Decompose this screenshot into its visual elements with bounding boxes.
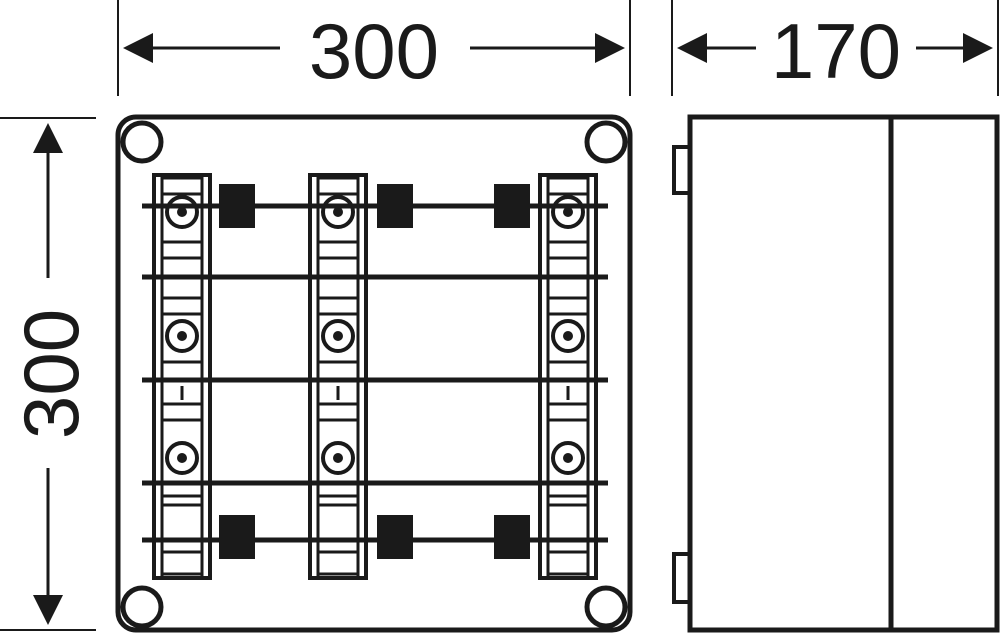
fuse-socket-ring-2 xyxy=(551,319,585,353)
fuse-holder-body xyxy=(308,173,368,580)
terminal-block-1 xyxy=(219,184,255,228)
side-view-enclosure xyxy=(672,114,1000,633)
fuse-socket-contact-1 xyxy=(333,207,343,217)
corner-screw-bottom-right xyxy=(584,585,628,629)
terminal-block-6 xyxy=(494,515,530,559)
fuse-socket-ring-3 xyxy=(551,441,585,475)
fuse-socket-contact-3 xyxy=(563,453,573,463)
enclosure-outline xyxy=(115,114,633,633)
dimension-front-width: 300 xyxy=(117,0,631,96)
dimension-label-width: 300 xyxy=(309,7,439,95)
terminal-block-2 xyxy=(377,184,413,228)
fuse-holder-top-cap xyxy=(160,176,204,196)
fuse-socket-contact-1 xyxy=(563,207,573,217)
terminal-block-5 xyxy=(377,515,413,559)
side-hinge-top xyxy=(672,145,692,195)
front-view-enclosure xyxy=(115,114,633,633)
fuse-holder-bottom-clamp xyxy=(546,503,590,543)
fuse-holder-column-1 xyxy=(152,173,212,580)
dimension-side-depth: 170 xyxy=(671,0,999,96)
dimension-label-height: 300 xyxy=(7,309,95,439)
terminal-block-4 xyxy=(219,515,255,559)
side-outline xyxy=(687,114,1000,633)
fuse-holder-column-3 xyxy=(538,173,598,580)
fuse-holder-bottom-cap xyxy=(316,550,360,576)
fuse-holder-top-cap xyxy=(316,176,360,196)
fuse-socket-contact-2 xyxy=(563,331,573,341)
fuse-holder-bottom-clamp xyxy=(160,503,204,543)
terminal-block-3 xyxy=(494,184,530,228)
dimension-label-depth: 170 xyxy=(771,7,901,95)
fuse-socket-contact-3 xyxy=(177,453,187,463)
fuse-socket-ring-1 xyxy=(165,195,199,229)
fuse-socket-ring-1 xyxy=(551,195,585,229)
fuse-holder-column-2 xyxy=(308,173,368,580)
fuse-socket-ring-3 xyxy=(321,441,355,475)
fuse-holder-body xyxy=(538,173,598,580)
fuse-socket-ring-2 xyxy=(165,319,199,353)
fuse-holder-columns xyxy=(152,173,598,580)
fuse-holder-bottom-cap xyxy=(546,550,590,576)
fuse-socket-contact-2 xyxy=(177,331,187,341)
corner-screw-bottom-left xyxy=(120,585,164,629)
fuse-socket-ring-2 xyxy=(321,319,355,353)
fuse-holder-body xyxy=(152,173,212,580)
fuse-holder-bottom-cap xyxy=(160,550,204,576)
fuse-socket-contact-2 xyxy=(333,331,343,341)
fuse-holder-bottom-clamp xyxy=(316,503,360,543)
fuse-holder-top-cap xyxy=(546,176,590,196)
dimension-front-height: 300 xyxy=(0,117,96,631)
side-hinge-bottom xyxy=(672,552,692,604)
corner-screw-top-right xyxy=(584,120,628,164)
fuse-socket-contact-3 xyxy=(333,453,343,463)
fuse-socket-ring-3 xyxy=(165,441,199,475)
terminal-blocks xyxy=(219,184,530,559)
fuse-socket-contact-1 xyxy=(177,207,187,217)
fuse-socket-ring-1 xyxy=(321,195,355,229)
corner-screw-top-left xyxy=(120,120,164,164)
